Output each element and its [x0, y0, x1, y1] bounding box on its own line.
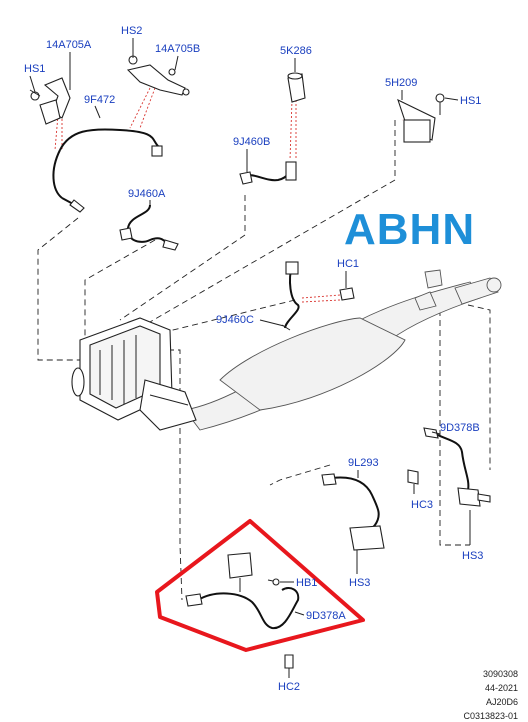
catalytic-converter — [71, 317, 197, 431]
sensor-9d378b — [423, 427, 491, 507]
sensor-bracket-14a705a — [29, 75, 71, 125]
sensor-9d378a — [185, 552, 300, 669]
label-pointers — [29, 38, 471, 678]
callout-14a705a: 14A705A — [46, 39, 92, 51]
callout-hs3-center: HS3 — [349, 577, 370, 589]
callout-hs3-right: HS3 — [462, 550, 483, 562]
reference-line-1: 3090308 — [483, 669, 518, 679]
callout-9j460a: 9J460A — [128, 188, 166, 200]
callout-hs1-top-right: HS1 — [460, 95, 481, 107]
callout-9d378b: 9D378B — [440, 422, 480, 434]
sensor-bracket-14a705b — [126, 50, 190, 96]
reference-line-3: AJ20D6 — [486, 697, 518, 707]
callout-14a705b: 14A705B — [155, 43, 200, 55]
callout-9j460c: 9J460C — [216, 314, 254, 326]
hanger-bracket — [424, 269, 443, 289]
highlight-outline — [155, 519, 365, 652]
callout-hs2: HS2 — [121, 25, 142, 37]
callout-9l293: 9L293 — [348, 457, 379, 469]
callout-hc1: HC1 — [337, 258, 359, 270]
brand-code: ABHN — [344, 205, 475, 254]
callout-labels: HS1 14A705A HS2 14A705B 9F472 5K286 5H20… — [24, 25, 483, 693]
sensor-9f472 — [52, 128, 163, 213]
sensor-9j460a — [119, 204, 179, 251]
reference-block: 3090308 44-2021 AJ20D6 C0313823-01 — [463, 669, 518, 721]
rear-muffler — [219, 317, 406, 411]
sensor-5k286 — [287, 72, 306, 103]
callout-hs1-top-left: HS1 — [24, 63, 45, 75]
callout-5h209: 5H209 — [385, 77, 417, 89]
callout-9d378a: 9D378A — [306, 610, 346, 622]
tail-pipe-end — [486, 277, 502, 293]
callout-5k286: 5K286 — [280, 45, 312, 57]
sensor-9j460c — [281, 261, 355, 331]
sensor-9j460b — [239, 161, 297, 185]
callout-9f472: 9F472 — [84, 94, 115, 106]
callout-hc2: HC2 — [278, 681, 300, 693]
callout-9j460b: 9J460B — [233, 136, 270, 148]
callout-hc3: HC3 — [411, 499, 433, 511]
exhaust-assembly — [184, 269, 502, 431]
reference-line-2: 44-2021 — [485, 683, 518, 693]
callout-hb1: HB1 — [296, 577, 317, 589]
reference-line-4: C0313823-01 — [463, 711, 518, 721]
sensor-bracket-5h209 — [397, 93, 445, 143]
sensor-9l293 — [321, 469, 419, 551]
